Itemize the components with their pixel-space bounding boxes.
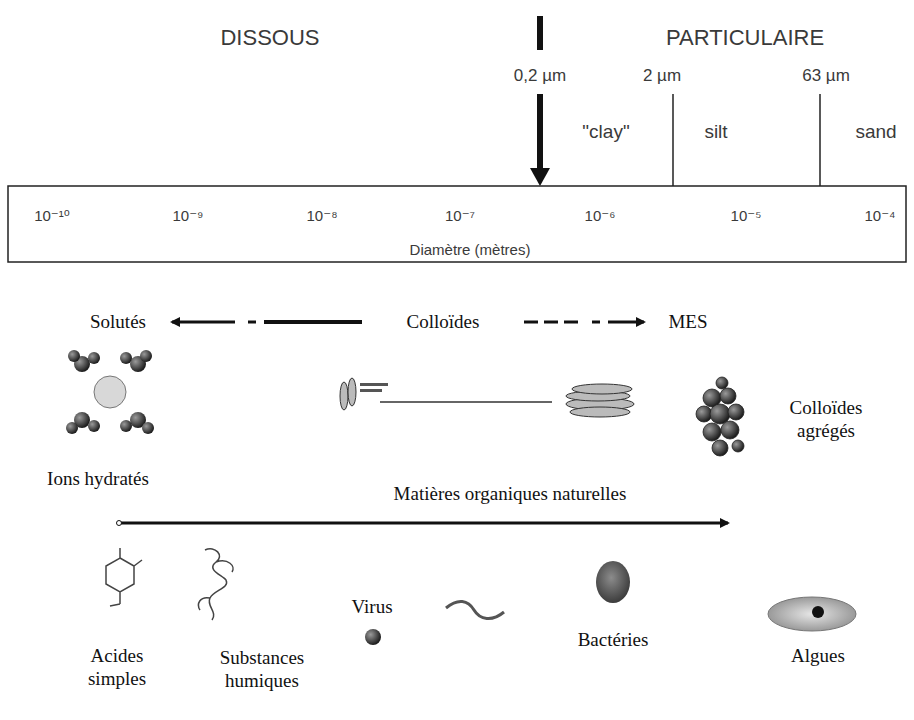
text-label: MES	[668, 311, 707, 334]
range-dash	[248, 321, 256, 324]
text-label: 10⁻⁷	[445, 207, 475, 225]
range-dash	[592, 321, 600, 324]
text-label: 63 µm	[802, 66, 850, 86]
text-label: Ions hydratés	[47, 468, 149, 491]
class-divider	[819, 94, 821, 186]
text-label: Acides simples	[67, 645, 167, 691]
text-label: 2 µm	[643, 66, 681, 86]
text-label: Colloïdes	[407, 311, 480, 334]
alga-icon	[768, 597, 856, 631]
text-label: Colloïdes agrégés	[771, 397, 881, 443]
text-label: Diamètre (mètres)	[410, 241, 531, 259]
boundary-arrow	[537, 94, 543, 170]
text-label: "clay"	[582, 121, 629, 144]
arrow-tail	[117, 521, 122, 526]
range-line	[264, 320, 362, 324]
range-arrow	[608, 321, 644, 324]
arrow-head	[530, 168, 550, 186]
class-divider	[672, 94, 674, 186]
aggregated-colloid-icon	[696, 377, 744, 456]
bacterium-icon	[596, 561, 630, 603]
text-label: DISSOUS	[220, 25, 319, 51]
text-label: 10⁻¹⁰	[34, 207, 70, 225]
humic-icon	[198, 549, 233, 620]
text-label: silt	[704, 121, 727, 144]
text-label: Algues	[791, 645, 845, 668]
text-label: 10⁻⁴	[864, 207, 895, 225]
scale-box	[8, 186, 906, 262]
text-label: 0,2 µm	[514, 66, 566, 86]
text-label: PARTICULAIRE	[666, 25, 824, 51]
virus-icon	[365, 629, 381, 645]
colloid-icon	[340, 378, 634, 417]
text-label: 10⁻⁸	[307, 207, 338, 225]
range-dash	[524, 321, 578, 324]
text-label: 10⁻⁶	[585, 207, 616, 225]
text-label: 10⁻⁹	[172, 207, 203, 225]
text-label: Virus	[351, 596, 392, 619]
text-label: sand	[855, 121, 896, 144]
text-label: 10⁻⁵	[731, 207, 762, 225]
boundary-bar	[537, 16, 543, 50]
text-label: Substances humiques	[202, 647, 322, 693]
filament-icon	[446, 601, 504, 618]
range-arrow	[172, 321, 235, 324]
text-label: Matières organiques naturelles	[394, 483, 627, 506]
text-label: Bactéries	[578, 629, 649, 652]
acid-molecule-icon	[106, 548, 142, 606]
text-label: Solutés	[90, 311, 146, 334]
range-arrow	[120, 522, 728, 525]
hydrated-ion-icon	[66, 350, 154, 434]
